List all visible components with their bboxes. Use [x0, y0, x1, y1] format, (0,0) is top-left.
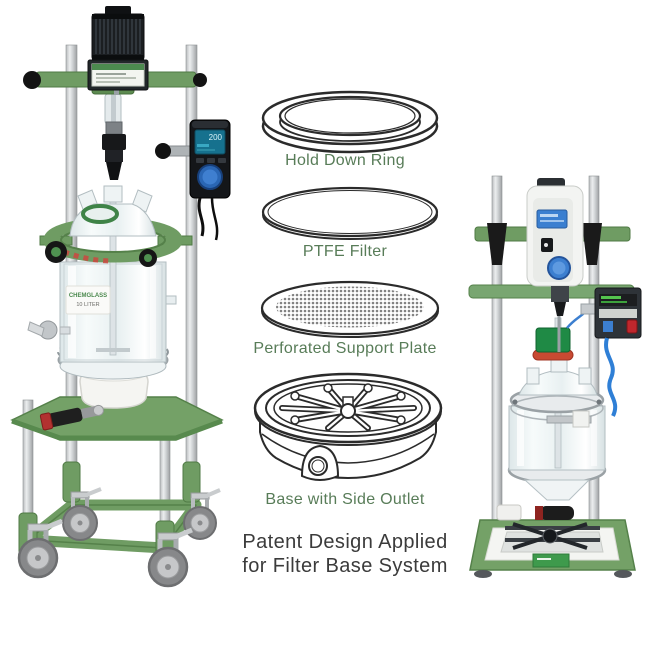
side-outlet-port [300, 444, 340, 481]
shelf-platform [10, 396, 224, 441]
patent-caption: Patent Design Applied for Filter Base Sy… [222, 530, 468, 579]
ptfe-filter-label: PTFE Filter [302, 243, 388, 260]
left-reactor-photo: CHEMGLASS 10 LITER [0, 0, 235, 625]
clamp-knobs [45, 241, 157, 267]
base-with-side-outlet-figure [250, 366, 446, 492]
cart-base-frame [22, 499, 202, 554]
overhead-stirrer [526, 178, 584, 352]
power-rocker [626, 319, 638, 334]
vessel-size-text: 10 LITER [76, 302, 99, 308]
stirrer-motor [87, 6, 149, 95]
speed-display: 200 [209, 133, 223, 142]
motor-nameplate [87, 59, 149, 91]
ptfe-filter-figure [255, 184, 445, 242]
stirrer-chuck [102, 90, 126, 180]
perforated-support-plate-figure [255, 277, 445, 339]
caption-line-2: for Filter Base System [242, 555, 448, 578]
vessel-label: CHEMGLASS 10 LITER [65, 285, 111, 315]
clamp-arm [546, 410, 592, 428]
caption-line-1: Patent Design Applied [242, 531, 448, 553]
coiled-tubing [604, 337, 618, 417]
controller-buttons [196, 158, 226, 163]
controller-display [599, 294, 637, 306]
perforated-support-plate-label: Perforated Support Plate [253, 340, 437, 357]
reactor-vessel [57, 189, 177, 380]
hold-down-ring-figure [255, 85, 445, 161]
drain-valve [39, 404, 104, 431]
reactor-lid [69, 185, 157, 237]
vessel-cap [532, 307, 590, 361]
caster-wheels [17, 487, 221, 588]
lab-jack [496, 504, 600, 550]
side-valve [27, 320, 71, 340]
base-with-side-outlet-label: Base with Side Outlet [265, 491, 425, 508]
brand-plate [532, 553, 570, 568]
stirrer-screen [536, 209, 568, 229]
right-reactor-photo [455, 168, 650, 630]
stirrer-controller: 200 [155, 119, 231, 241]
vessel-brand-text: CHEMGLASS [69, 293, 107, 299]
base-spokes [279, 383, 417, 431]
hold-down-ring-label: Hold Down Ring [285, 152, 405, 169]
temperature-controller [580, 287, 642, 417]
green-cap-ring [81, 204, 119, 224]
controller-screen: 200 [194, 129, 226, 155]
